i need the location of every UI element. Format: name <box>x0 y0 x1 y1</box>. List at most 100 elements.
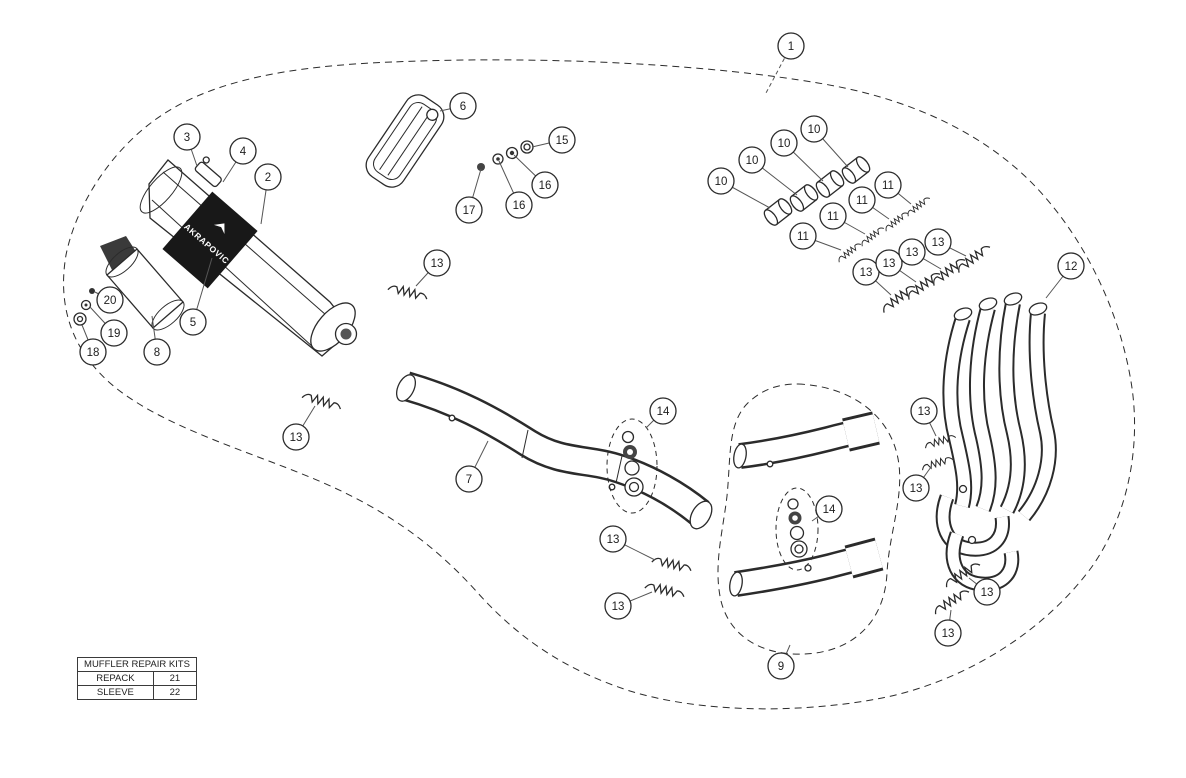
svg-text:13: 13 <box>918 406 931 418</box>
repair-kit-name: REPACK <box>78 672 154 685</box>
kit-boundary-outline <box>63 59 1136 710</box>
callout-12: 12 <box>1045 252 1085 299</box>
callout-10: 10 <box>800 115 849 168</box>
svg-text:16: 16 <box>513 200 526 212</box>
svg-text:17: 17 <box>463 205 476 217</box>
callout-14: 14 <box>811 495 843 523</box>
callout-13: 13 <box>910 397 938 437</box>
heat-shield <box>365 94 445 188</box>
spring <box>643 580 687 600</box>
inlet-sleeve <box>100 236 185 331</box>
sleeve-hardware <box>73 288 95 326</box>
spring <box>954 241 992 275</box>
callout-11: 11 <box>789 222 842 251</box>
callout-13: 13 <box>282 405 316 451</box>
callout-3: 3 <box>173 123 201 167</box>
svg-text:13: 13 <box>860 267 873 279</box>
shield-hardware <box>477 140 534 171</box>
callout-19: 19 <box>89 306 128 347</box>
svg-text:15: 15 <box>556 135 569 147</box>
callout-4: 4 <box>222 137 257 183</box>
repair-kits-table: MUFFLER REPAIR KITS REPACK 21 SLEEVE 22 <box>77 657 197 700</box>
table-row: SLEEVE 22 <box>78 686 196 699</box>
header-pipes <box>935 292 1057 592</box>
svg-text:6: 6 <box>460 101 466 113</box>
mid-pipe-upper <box>733 411 880 469</box>
callout-13: 13 <box>898 238 942 270</box>
spring <box>920 454 954 472</box>
callout-20: 20 <box>94 286 124 314</box>
svg-text:14: 14 <box>657 406 670 418</box>
spring <box>650 554 694 574</box>
repair-kit-number: 21 <box>169 673 181 684</box>
callout-13: 13 <box>968 577 1001 606</box>
svg-text:13: 13 <box>942 628 955 640</box>
callout-13: 13 <box>875 249 917 283</box>
svg-text:10: 10 <box>808 124 821 136</box>
repair-kit-name: SLEEVE <box>78 686 154 699</box>
clip <box>904 194 932 218</box>
callout-5: 5 <box>179 257 213 336</box>
svg-text:11: 11 <box>882 180 894 192</box>
table-row: REPACK 21 <box>78 672 196 686</box>
callout-layer: 1342615161617101010101111111113131313122… <box>79 32 1085 680</box>
svg-text:13: 13 <box>612 601 625 613</box>
callout-11: 11 <box>874 171 912 205</box>
spring <box>929 254 967 288</box>
callout-2: 2 <box>254 163 282 225</box>
clamp <box>761 195 795 229</box>
svg-text:11: 11 <box>856 195 868 207</box>
svg-text:4: 4 <box>240 146 247 158</box>
link-pipe <box>395 371 713 530</box>
callout-6: 6 <box>439 92 477 120</box>
callout-10: 10 <box>707 167 771 209</box>
svg-text:13: 13 <box>932 237 945 249</box>
clamp <box>813 167 847 201</box>
svg-text:13: 13 <box>906 247 919 259</box>
callout-1: 1 <box>765 32 805 94</box>
svg-text:13: 13 <box>883 258 896 270</box>
svg-text:10: 10 <box>715 176 728 188</box>
repair-table-title: MUFFLER REPAIR KITS <box>78 658 196 672</box>
muffler-bracket <box>194 156 222 188</box>
svg-text:5: 5 <box>190 317 196 329</box>
callout-9: 9 <box>767 644 795 680</box>
svg-text:3: 3 <box>184 132 190 144</box>
collector-pipes <box>935 484 1020 592</box>
svg-text:8: 8 <box>154 347 160 359</box>
svg-text:9: 9 <box>778 661 784 673</box>
callout-10: 10 <box>770 129 824 182</box>
tension-springs <box>301 241 992 616</box>
svg-text:2: 2 <box>265 172 271 184</box>
callout-13: 13 <box>902 466 932 502</box>
svg-text:10: 10 <box>778 138 791 150</box>
callout-13: 13 <box>924 228 967 257</box>
callout-13: 13 <box>852 258 892 296</box>
clip <box>882 209 910 233</box>
spring <box>301 390 343 412</box>
callout-13: 13 <box>934 609 962 647</box>
svg-text:11: 11 <box>797 231 809 243</box>
callout-13: 13 <box>604 591 653 620</box>
callout-16: 16 <box>498 160 533 219</box>
svg-text:13: 13 <box>607 534 620 546</box>
spring <box>879 281 917 315</box>
svg-text:13: 13 <box>910 483 923 495</box>
clip <box>858 224 886 248</box>
gasket-stack-front <box>606 418 658 514</box>
svg-text:7: 7 <box>466 474 472 486</box>
svg-text:14: 14 <box>823 504 836 516</box>
callout-11: 11 <box>819 202 866 235</box>
svg-text:1: 1 <box>788 41 794 53</box>
callout-10: 10 <box>738 146 798 196</box>
gasket-stack-rear <box>775 487 819 571</box>
svg-text:18: 18 <box>87 347 100 359</box>
clamp <box>839 153 873 187</box>
spring <box>386 282 430 302</box>
callout-14: 14 <box>645 397 677 429</box>
callout-18: 18 <box>79 324 107 366</box>
callout-13: 13 <box>599 525 656 561</box>
svg-text:13: 13 <box>431 258 444 270</box>
callout-8: 8 <box>143 315 171 366</box>
svg-text:13: 13 <box>290 432 303 444</box>
